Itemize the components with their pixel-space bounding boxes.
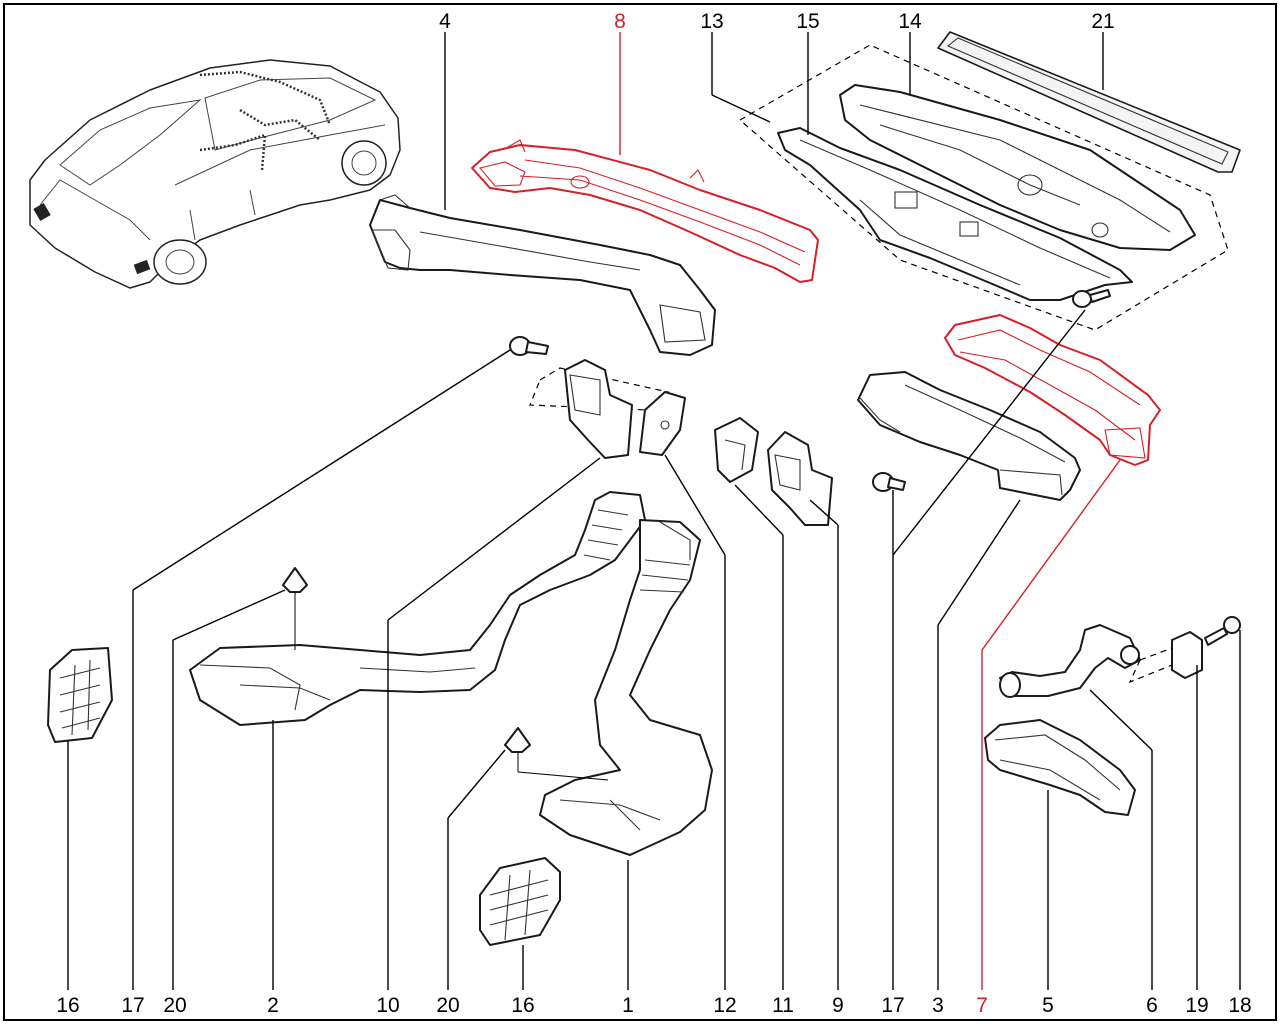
callout-12: 12	[713, 994, 736, 1017]
screw-part-17-left	[509, 336, 549, 356]
part-5-vent-housing	[984, 719, 1136, 816]
callout-3: 3	[932, 994, 944, 1017]
callout-16-left: 16	[56, 994, 79, 1017]
callout-5: 5	[1042, 994, 1054, 1017]
part-21-seal-strip	[937, 31, 1241, 173]
callout-20-right: 20	[436, 994, 459, 1017]
callout-1: 1	[622, 994, 634, 1017]
part-1-front-floor-duct	[539, 519, 713, 856]
callout-6: 6	[1146, 994, 1158, 1017]
callout-20-left: 20	[163, 994, 186, 1017]
grille-part-16-left	[47, 647, 113, 743]
callout-21: 21	[1091, 10, 1114, 33]
screw-part-17-middle	[872, 472, 906, 492]
callout-15: 15	[796, 10, 819, 33]
part-7-air-duct-highlighted	[944, 314, 1161, 466]
clip-part-20-upper	[282, 567, 308, 650]
part-14-dashboard-duct	[839, 84, 1196, 251]
part-10-rear-floor-duct	[189, 491, 646, 726]
screw-part-17-upper	[1072, 289, 1111, 308]
diagram-frame	[3, 3, 1277, 1021]
part-3-side-duct	[857, 371, 1081, 501]
callout-17-right: 17	[881, 994, 904, 1017]
callout-9: 9	[832, 994, 844, 1017]
callout-17-left: 17	[121, 994, 144, 1017]
center-fixings-group	[509, 336, 906, 526]
part-4-center-duct	[369, 194, 716, 356]
fixing-dashed-lines	[1128, 647, 1173, 684]
callout-16-bottom: 16	[511, 994, 534, 1017]
callout-10: 10	[376, 994, 399, 1017]
car-illustration	[29, 59, 401, 289]
part-8-air-duct-highlighted	[471, 139, 819, 283]
clip-part-20-lower	[504, 727, 609, 781]
screw-part-18	[1204, 616, 1241, 646]
callout-11: 11	[772, 994, 794, 1017]
clip-part-19	[1171, 631, 1203, 679]
callout-7-highlighted: 7	[976, 994, 988, 1017]
callout-18: 18	[1228, 994, 1251, 1017]
leader-lines	[67, 32, 1241, 990]
callout-19: 19	[1185, 994, 1208, 1017]
part-6-hose	[999, 624, 1141, 698]
callout-2: 2	[267, 994, 279, 1017]
callout-13: 13	[700, 10, 723, 33]
callout-14: 14	[898, 10, 922, 33]
callout-labels: 4 8 13 15 14 21 16 17 20 2 10 20 16 1 12…	[56, 10, 1251, 1017]
callout-4: 4	[439, 10, 451, 33]
part-11-vent-left	[564, 359, 633, 459]
part-12-bracket	[639, 391, 686, 456]
callout-8-highlighted: 8	[614, 10, 626, 33]
part-9-bracket	[714, 417, 759, 483]
grille-part-16-bottom	[479, 857, 561, 946]
